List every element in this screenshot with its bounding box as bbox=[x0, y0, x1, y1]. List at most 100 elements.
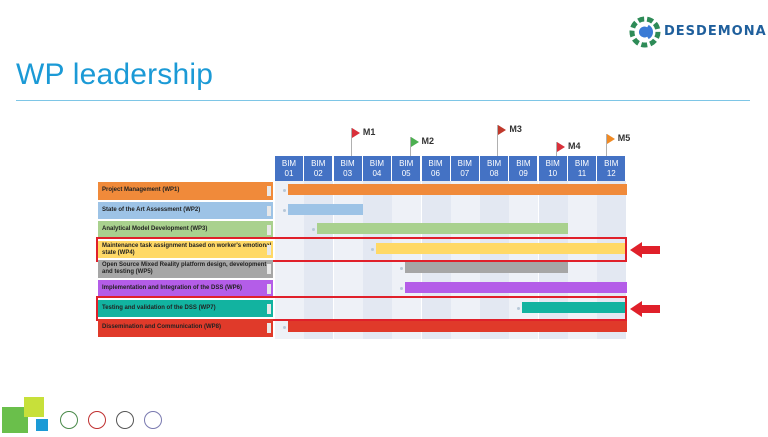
column-header-line1: BIM bbox=[486, 159, 502, 168]
gantt-bar bbox=[522, 301, 627, 313]
wp-label: Open Source Mixed Reality platform desig… bbox=[98, 260, 273, 278]
arrow-left-icon bbox=[630, 241, 660, 258]
footer-square-lime bbox=[24, 397, 44, 417]
column-header-line1: BIM bbox=[516, 159, 531, 168]
column-band bbox=[538, 181, 568, 339]
logo-text: DESDEMONA bbox=[664, 24, 767, 39]
wp-label: Dissemination and Communication (WP8) bbox=[98, 319, 273, 337]
column-header-line2: 02 bbox=[313, 169, 323, 178]
column-header-line2: 01 bbox=[284, 169, 294, 178]
column-band bbox=[480, 181, 510, 339]
row-marker bbox=[267, 303, 271, 314]
column-header-line2: 03 bbox=[343, 169, 353, 178]
column-header-line1: BIM bbox=[545, 159, 560, 168]
column-header-line2: 08 bbox=[489, 169, 499, 178]
milestone-label: M3 bbox=[509, 124, 522, 134]
gantt-bar bbox=[375, 242, 627, 254]
dependency-dot bbox=[283, 189, 286, 192]
column-header-line1: BIM bbox=[428, 159, 443, 168]
row-marker bbox=[267, 284, 271, 294]
column-band bbox=[568, 181, 597, 339]
dependency-dot bbox=[283, 208, 286, 212]
column-header-line1: BIM bbox=[399, 159, 414, 168]
arrow-left-icon bbox=[630, 300, 660, 317]
wp-label: Analytical Model Development (WP3) bbox=[98, 221, 273, 239]
milestone-pole bbox=[350, 128, 352, 156]
flag-icon bbox=[606, 134, 615, 144]
milestone-label: M5 bbox=[617, 133, 631, 143]
column-header-line2: 10 bbox=[548, 169, 558, 178]
column-band bbox=[421, 181, 451, 339]
column-band bbox=[392, 181, 422, 339]
milestone-label: M1 bbox=[362, 127, 376, 137]
footer-square-green bbox=[2, 407, 28, 433]
partner-seal-icon bbox=[88, 411, 106, 429]
column-band bbox=[597, 181, 627, 339]
dependency-dot bbox=[312, 228, 316, 232]
wp-label: State of the Art Assessment (WP2) bbox=[98, 201, 273, 220]
partner-seal-icon bbox=[116, 411, 134, 429]
column-band bbox=[509, 181, 539, 339]
gantt-bar bbox=[288, 321, 627, 333]
partner-seal-icon bbox=[144, 411, 162, 429]
row-marker bbox=[267, 186, 271, 196]
column-header-line2: 07 bbox=[460, 169, 470, 178]
column-header-line2: 12 bbox=[606, 169, 616, 178]
column-header-line1: BIM bbox=[457, 159, 472, 168]
column-header-line1: BIM bbox=[574, 159, 590, 168]
desdemona-logo: DESDEMONA bbox=[628, 12, 766, 52]
column-header-line1: BIM bbox=[281, 159, 297, 168]
wp-label: Testing and validation of the DSS (WP7) bbox=[98, 299, 273, 318]
milestone-pole bbox=[409, 137, 411, 156]
milestone-label: M4 bbox=[568, 141, 581, 151]
row-marker bbox=[267, 323, 271, 334]
title-divider bbox=[16, 100, 750, 101]
dependency-dot bbox=[283, 326, 286, 330]
column-header-line2: 04 bbox=[372, 169, 382, 178]
milestone-pole bbox=[497, 125, 499, 156]
row-marker bbox=[267, 244, 271, 255]
column-header-line2: 05 bbox=[401, 169, 411, 178]
highlight-box bbox=[96, 236, 627, 263]
row-marker bbox=[267, 205, 271, 216]
column-header-line2: 09 bbox=[518, 169, 528, 178]
column-header-line1: BIM bbox=[604, 159, 619, 168]
gear-logo-icon bbox=[629, 16, 661, 48]
gantt-bar bbox=[405, 262, 568, 274]
wp-label: Maintenance task assignment based on wor… bbox=[98, 240, 273, 259]
gantt-bar bbox=[405, 282, 627, 293]
gantt-bar bbox=[288, 184, 627, 195]
page-title: WP leadership bbox=[16, 58, 214, 91]
wp-label: Implementation and Integration of the DS… bbox=[98, 280, 273, 298]
milestone-pole bbox=[556, 142, 557, 156]
flag-icon bbox=[410, 137, 419, 147]
flag-icon bbox=[351, 128, 360, 138]
column-band bbox=[362, 181, 392, 339]
footer-square-blue bbox=[36, 419, 48, 431]
row-marker bbox=[267, 264, 271, 275]
flag-icon bbox=[557, 142, 565, 152]
milestone-pole bbox=[605, 134, 607, 156]
highlight-box bbox=[96, 295, 627, 322]
dependency-dot bbox=[400, 287, 404, 290]
milestone-label: M2 bbox=[421, 136, 435, 146]
column-header-line1: BIM bbox=[340, 159, 355, 168]
column-header-line2: 11 bbox=[577, 169, 587, 178]
flag-icon bbox=[498, 125, 507, 135]
row-marker bbox=[267, 225, 271, 236]
dependency-dot bbox=[370, 247, 374, 251]
gantt-bar bbox=[288, 203, 363, 215]
column-header-line1: BIM bbox=[369, 159, 384, 168]
